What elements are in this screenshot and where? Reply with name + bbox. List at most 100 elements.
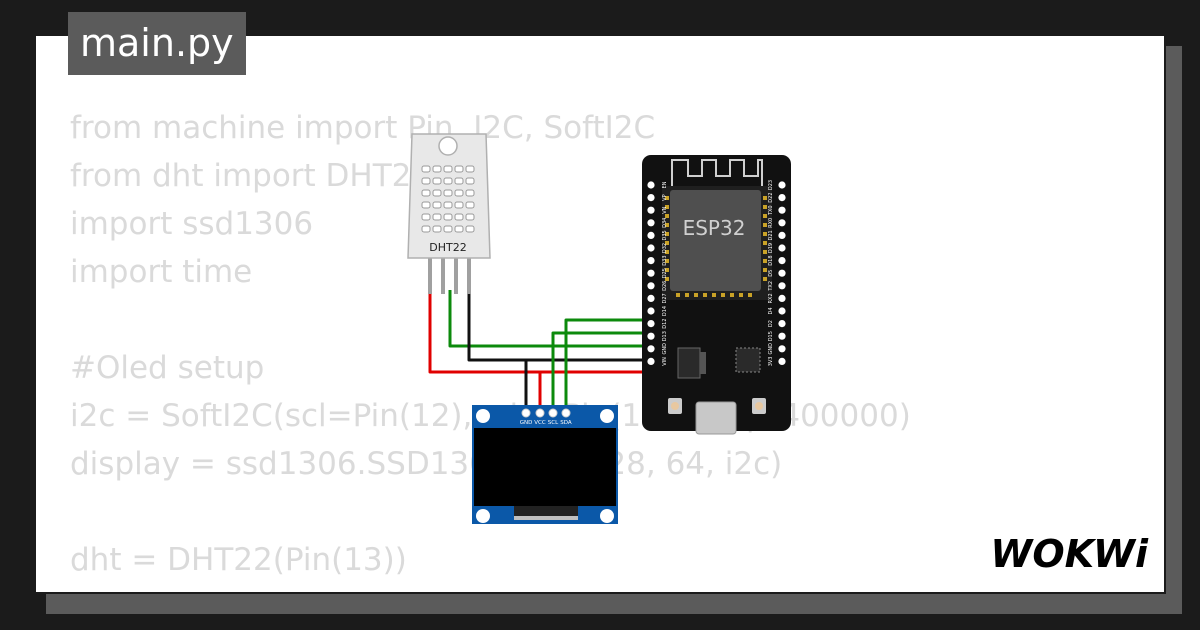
- esp32-pin[interactable]: [778, 320, 786, 328]
- module-pad: [763, 205, 767, 209]
- esp32-pin[interactable]: [647, 320, 655, 328]
- esp32-pin[interactable]: [647, 357, 655, 365]
- pin-label: D12: [662, 318, 668, 328]
- vent-slot: [443, 189, 453, 197]
- pin-label: TX2: [768, 281, 774, 292]
- wire-oled-sda[interactable]: [564, 318, 652, 412]
- dht22-sensor[interactable]: DHT22: [407, 133, 491, 294]
- pin-label: D22: [768, 192, 774, 202]
- esp32-pin[interactable]: [778, 257, 786, 265]
- mount-hole: [600, 509, 614, 523]
- esp32-pin[interactable]: [647, 332, 655, 340]
- pin-label: D5: [768, 270, 774, 277]
- wire-dht-gnd[interactable]: [467, 290, 652, 362]
- esp32-pin[interactable]: [647, 244, 655, 252]
- esp32-pin[interactable]: [647, 294, 655, 302]
- regulator-tab: [700, 352, 706, 374]
- pin-label: D2: [768, 320, 774, 327]
- module-pad: [748, 293, 752, 297]
- esp32-pin[interactable]: [647, 307, 655, 315]
- esp32-pin[interactable]: [778, 332, 786, 340]
- wires: [428, 290, 652, 412]
- esp32-pin[interactable]: [778, 206, 786, 214]
- esp32-pin[interactable]: [647, 282, 655, 290]
- vent-slot: [443, 225, 453, 233]
- vent-slot: [432, 177, 442, 185]
- module-pad: [763, 268, 767, 272]
- wire-dht-data[interactable]: [448, 290, 652, 348]
- vent-slot: [465, 177, 475, 185]
- module-pad: [763, 196, 767, 200]
- module-pad: [712, 293, 716, 297]
- esp32-pin[interactable]: [778, 194, 786, 202]
- vent-slot: [432, 201, 442, 209]
- pin-label: D25: [662, 268, 668, 278]
- esp32-pin[interactable]: [778, 345, 786, 353]
- module-pad: [665, 223, 669, 227]
- esp32-pin[interactable]: [778, 231, 786, 239]
- vent-slot: [432, 213, 442, 221]
- esp32-pin[interactable]: [778, 357, 786, 365]
- module-pad: [665, 196, 669, 200]
- mount-hole: [476, 409, 490, 423]
- usb-chip: [735, 347, 761, 373]
- esp32-pin[interactable]: [647, 257, 655, 265]
- oled-pin[interactable]: [521, 408, 531, 418]
- vent-slot: [421, 213, 431, 221]
- esp32-pin[interactable]: [647, 219, 655, 227]
- vent-slot: [465, 213, 475, 221]
- pin-label: D14: [662, 306, 668, 316]
- dht22-pin: [441, 254, 445, 294]
- esp32-chip: [670, 190, 761, 291]
- dht22-label: DHT22: [429, 241, 466, 254]
- esp32-pin[interactable]: [647, 231, 655, 239]
- esp32-pin[interactable]: [778, 244, 786, 252]
- pin-label: TX0: [768, 205, 774, 216]
- module-pad: [665, 241, 669, 245]
- pin-label: RX2: [768, 293, 774, 303]
- esp32-pin[interactable]: [647, 269, 655, 277]
- oled-pin[interactable]: [561, 408, 571, 418]
- esp32-pin[interactable]: [647, 181, 655, 189]
- vent-slot: [432, 189, 442, 197]
- esp32-pin[interactable]: [778, 269, 786, 277]
- oled-screen: [474, 428, 616, 506]
- voltage-regulator: [677, 347, 701, 379]
- code-line: dht = DHT22(Pin(13)): [70, 542, 407, 578]
- esp32-pin[interactable]: [647, 206, 655, 214]
- esp32-pin[interactable]: [778, 282, 786, 290]
- code-line: #Oled setup: [70, 350, 265, 386]
- vent-slot: [454, 225, 464, 233]
- esp32-board[interactable]: ESP32 ENVPVND34D35D32D33D25D26D27D14D12D…: [642, 155, 791, 435]
- module-pad: [703, 293, 707, 297]
- esp32-pin[interactable]: [778, 219, 786, 227]
- esp32-pin[interactable]: [647, 194, 655, 202]
- vent-slot: [465, 189, 475, 197]
- module-pad: [665, 214, 669, 218]
- en-button-cap: [671, 402, 679, 410]
- pin-label: D32: [662, 243, 668, 253]
- esp32-pin[interactable]: [778, 307, 786, 315]
- wire-oled-scl[interactable]: [551, 331, 652, 412]
- esp32-pin[interactable]: [778, 181, 786, 189]
- vent-slot: [443, 201, 453, 209]
- module-pad: [739, 293, 743, 297]
- code-line: import ssd1306: [70, 206, 314, 242]
- dht22-pin: [467, 254, 471, 294]
- oled-pin[interactable]: [535, 408, 545, 418]
- wire-dht-vcc[interactable]: [428, 290, 652, 374]
- oled-pin[interactable]: [548, 408, 558, 418]
- oled-pin-label: SDA: [560, 420, 572, 426]
- esp32-pin[interactable]: [778, 294, 786, 302]
- esp32-pin[interactable]: [647, 345, 655, 353]
- file-tab[interactable]: main.py: [68, 12, 246, 75]
- mount-hole: [476, 509, 490, 523]
- vent-slot: [454, 177, 464, 185]
- vent-slot: [465, 225, 475, 233]
- pin-label: D33: [662, 255, 668, 265]
- module-pad: [685, 293, 689, 297]
